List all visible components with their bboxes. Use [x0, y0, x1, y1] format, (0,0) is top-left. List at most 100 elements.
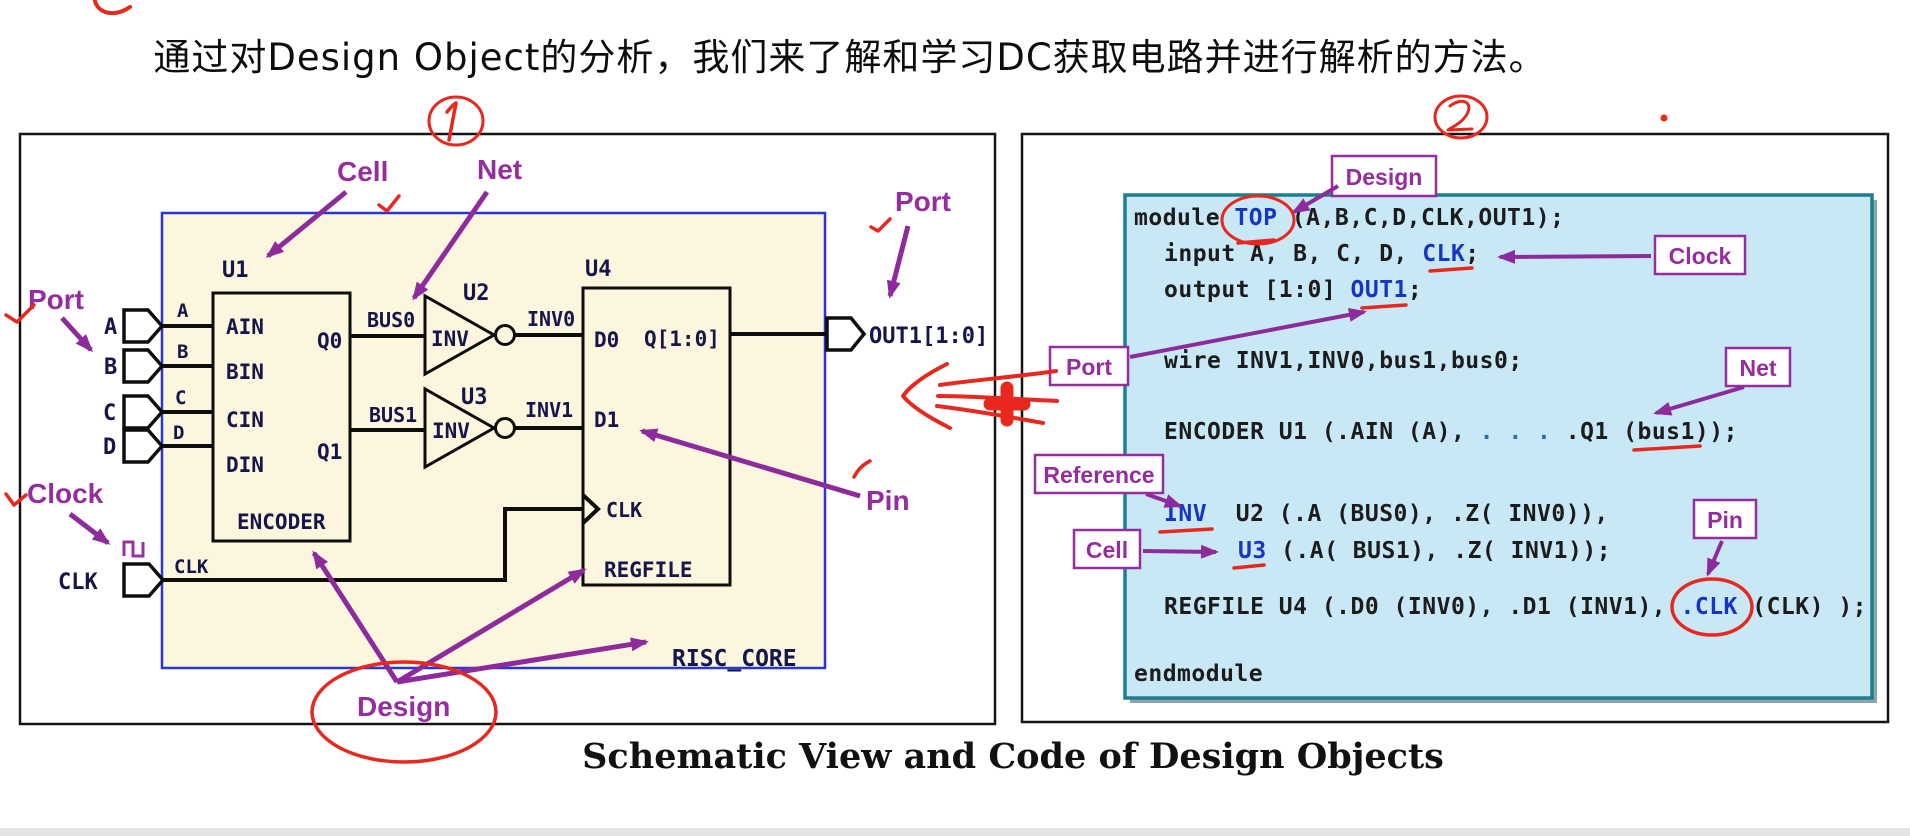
pin-label-cin: CIN: [226, 408, 264, 432]
instance-label-u4: U4: [585, 257, 612, 282]
code-view: module TOP (A,B,C,D,CLK,OUT1); input A, …: [1123, 193, 1877, 703]
red-underline-inv: [1158, 527, 1214, 534]
red-underline-out1: [1360, 303, 1408, 310]
red-circle-design: [310, 660, 498, 764]
annotation-cell: Cell: [337, 156, 388, 187]
port-symbol-clk: [122, 562, 166, 598]
red-underline-u3: [1232, 563, 1266, 570]
red-check-port-left: [4, 303, 36, 324]
code-line-encoder: ENCODER U1 (.AIN (A), . . . .Q1 (bus1));: [1164, 419, 1738, 445]
svg-text:Cell: Cell: [1086, 537, 1128, 563]
port-label-b: B: [104, 355, 117, 380]
svg-text:Reference: Reference: [1043, 462, 1154, 488]
ref-label-inv-u3: INV: [432, 419, 470, 443]
net-label-b: B: [177, 341, 188, 363]
code-line-inv-u2: INV U2 (.A (BUS0), .Z( INV0)),: [1164, 501, 1609, 527]
clock-waveform-icon: [122, 540, 145, 558]
schematic-annotations: Cell Net Port Clock Port Pin Design: [27, 154, 951, 722]
port-symbol-c: [122, 394, 165, 430]
red-check-clock: [4, 492, 28, 507]
annotation-net: Net: [477, 154, 522, 185]
schematic-view: U1 AIN BIN CIN DIN Q0 Q1 ENCODER U4 D0 Q…: [58, 211, 988, 672]
annotation-box-design: Design: [1291, 154, 1438, 214]
net-label-clk: CLK: [174, 556, 209, 578]
design-name-label: RISC_CORE: [672, 646, 797, 672]
svg-text:Design: Design: [1346, 164, 1423, 190]
svg-text:Clock: Clock: [1669, 243, 1732, 269]
code-line-output: output [1:0] OUT1;: [1164, 277, 1422, 303]
net-label-d: D: [173, 422, 184, 444]
code-box: [1123, 193, 1874, 700]
annotation-box-port: Port: [1048, 307, 1367, 387]
instance-label-u3: U3: [461, 385, 488, 410]
port-symbol-a: [122, 308, 165, 344]
code-line-u3: U3 (.A( BUS1), .Z( INV1));: [1238, 538, 1611, 564]
pin-label-q0: Q0: [317, 329, 342, 353]
red-underline-clk: [1428, 266, 1474, 273]
annotation-port-left: Port: [28, 284, 84, 315]
red-underline-top: [1236, 238, 1276, 245]
port-symbol-b: [122, 348, 165, 384]
svg-text:Pin: Pin: [1707, 507, 1743, 533]
svg-text:Port: Port: [1066, 354, 1112, 380]
red-scribble-top-left: [93, 0, 132, 16]
red-check-net: [377, 194, 401, 213]
instance-label-u1: U1: [222, 258, 249, 283]
pin-label-clk: CLK: [606, 498, 642, 522]
net-label-a: A: [177, 300, 189, 322]
pin-label-din: DIN: [226, 453, 264, 477]
code-line-wire: wire INV1,INV0,bus1,bus0;: [1164, 348, 1523, 374]
port-label-a: A: [104, 315, 117, 340]
ref-label-regfile: REGFILE: [604, 558, 693, 582]
schematic-ports: A B C D CLK OUT1[1:0]: [58, 308, 988, 598]
annotation-port-right: Port: [895, 186, 951, 217]
code-line-endmodule: endmodule: [1134, 661, 1263, 687]
net-label-bus1: BUS1: [369, 403, 417, 427]
ref-label-inv-u2: INV: [431, 327, 469, 351]
red-ink-marks: [4, 0, 1754, 764]
annotation-box-net: Net: [1653, 346, 1792, 416]
figure-caption: Schematic View and Code of Design Object…: [582, 736, 1444, 777]
net-label-c: C: [175, 387, 186, 409]
port-label-c: C: [103, 401, 116, 426]
instance-label-u2: U2: [463, 281, 490, 306]
net-label-bus0: BUS0: [367, 308, 415, 332]
pin-label-bin: BIN: [226, 360, 264, 384]
red-check-port-right: [869, 217, 892, 233]
code-annotations: Design Clock Port Net Reference: [1033, 154, 1792, 577]
net-label-inv0: INV0: [527, 307, 575, 331]
code-line-module: module TOP (A,B,C,D,CLK,OUT1);: [1134, 205, 1564, 231]
annotation-box-pin: Pin: [1692, 498, 1758, 577]
port-label-out1: OUT1[1:0]: [869, 324, 988, 349]
bottom-strip: [0, 828, 1910, 836]
page-title: 通过对Design Object的分析，我们来了解和学习DC获取电路并进行解析的…: [153, 36, 1547, 79]
annotation-box-cell: Cell: [1072, 528, 1219, 570]
inverter-u2: U2 INV: [423, 281, 516, 377]
red-check-pin: [852, 459, 872, 479]
red-circle-top: [1220, 194, 1296, 246]
red-circled-2: [1433, 94, 1489, 140]
pin-label-qbus: Q[1:0]: [644, 327, 720, 351]
schematic-net-labels: A B C D CLK BUS0 BUS1 INV0 INV1: [173, 300, 575, 578]
pin-label-ain: AIN: [226, 315, 264, 339]
annotation-box-reference: Reference: [1033, 453, 1183, 508]
port-symbol-d: [122, 428, 165, 464]
red-circle-clk-pin: [1670, 577, 1754, 637]
net-label-inv1: INV1: [525, 398, 573, 422]
port-label-d: D: [103, 435, 116, 460]
annotation-clock: Clock: [27, 478, 104, 509]
pin-label-q1: Q1: [317, 440, 342, 464]
ref-label-encoder: ENCODER: [237, 510, 326, 534]
red-circled-1: [427, 95, 485, 147]
annotation-pin: Pin: [866, 485, 910, 516]
code-line-input: input A, B, C, D, CLK;: [1164, 241, 1480, 267]
code-line-regfile: REGFILE U4 (.D0 (INV0), .D1 (INV1), .CLK…: [1164, 594, 1867, 620]
port-label-clk: CLK: [58, 570, 98, 595]
red-dot: [1660, 114, 1668, 122]
annotation-box-clock: Clock: [1497, 234, 1747, 276]
regfile-cell-u4: U4 D0 Q[1:0] D1 CLK REGFILE: [581, 257, 732, 587]
inverter-u3: U3 INV: [423, 385, 516, 470]
clock-pin-triangle: [581, 493, 601, 525]
